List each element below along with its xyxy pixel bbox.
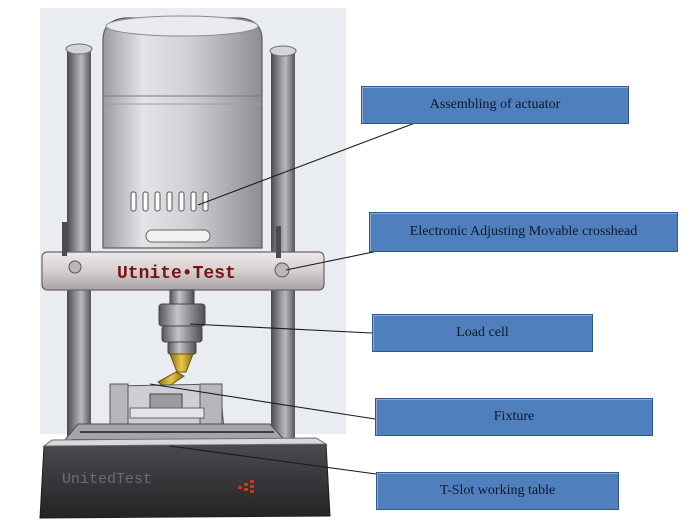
leader-load-cell <box>189 323 373 334</box>
label-load-cell: Load cell <box>372 314 593 352</box>
label-fixture: Fixture <box>375 398 653 436</box>
vent-slots <box>130 191 209 212</box>
label-actuator-text: Assembling of actuator <box>429 97 561 112</box>
leader-actuator <box>197 122 416 206</box>
crosshead-lever-right <box>276 226 281 258</box>
crosshead-band: Utnite•Test <box>41 222 325 291</box>
leader-crosshead <box>285 250 379 271</box>
right-column <box>269 45 297 445</box>
base-status-leds <box>238 480 254 493</box>
crosshead-knob-right <box>274 262 290 278</box>
label-crosshead-text: Electronic Adjusting Movable crosshead <box>409 224 638 239</box>
leader-fixture <box>149 383 376 420</box>
crosshead-brand-text: Utnite•Test <box>117 264 236 284</box>
leader-tslot <box>169 445 377 475</box>
actuator-handle-slot <box>145 229 211 243</box>
base-brand-text: UnitedTest <box>62 471 152 488</box>
leader-lines <box>149 122 416 475</box>
label-t-slot-table-text: T-Slot working table <box>439 483 556 498</box>
label-actuator: Assembling of actuator <box>361 86 629 124</box>
label-crosshead: Electronic Adjusting Movable crosshead <box>369 212 678 252</box>
actuator-housing <box>102 15 263 249</box>
crosshead-lever-left <box>62 222 67 256</box>
crosshead-knob-left <box>68 260 82 274</box>
load-cell <box>158 289 206 355</box>
left-column <box>65 43 93 443</box>
label-t-slot-table: T-Slot working table <box>376 472 619 510</box>
label-load-cell-text: Load cell <box>456 325 509 340</box>
machine-base: UnitedTest <box>39 437 331 519</box>
upper-grip <box>157 353 194 389</box>
label-fixture-text: Fixture <box>493 409 535 424</box>
